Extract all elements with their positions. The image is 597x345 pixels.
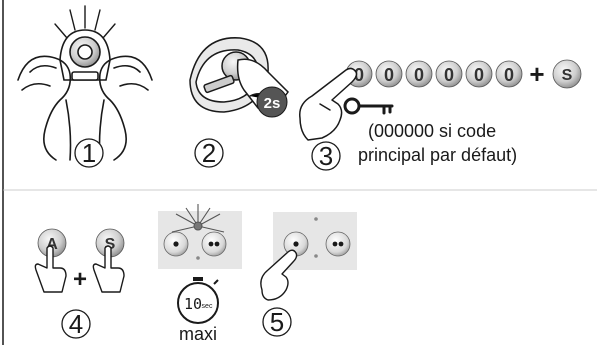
step5-pointing-hand-icon — [260, 249, 298, 301]
svg-text:0: 0 — [474, 65, 484, 85]
svg-text:S: S — [105, 236, 116, 253]
key-icon — [343, 97, 394, 115]
step2-duration-badge: 2s — [256, 86, 288, 118]
step5-number-badge: 5 — [262, 307, 292, 337]
finger-left-icon — [34, 245, 67, 293]
step1-number: 1 — [82, 138, 96, 168]
starburst-icon — [171, 204, 225, 233]
timer-unit: sec — [202, 303, 213, 310]
svg-text:0: 0 — [504, 65, 514, 85]
step2-number: 2 — [202, 138, 216, 168]
step4-plus-sign: + — [73, 266, 87, 293]
step3-note-line2: principal par défaut) — [358, 145, 517, 165]
flash-rays-icon — [54, 5, 116, 39]
timer-caption: maxi — [179, 324, 217, 344]
step3-pointing-hand-icon — [299, 67, 358, 141]
step1-remote-hands-illustration — [17, 5, 153, 161]
code-button-3: 0 — [405, 60, 433, 88]
svg-text:0: 0 — [444, 65, 454, 85]
step4-number-badge: 4 — [61, 309, 91, 339]
code-button-6: 0 — [495, 60, 523, 88]
timer-value: 10 — [184, 295, 202, 313]
step3-number: 3 — [319, 141, 333, 171]
duration-2s-label: 2s — [264, 95, 281, 112]
step1-number-badge: 1 — [74, 138, 104, 168]
step3-code-sequence: 0 0 0 0 0 0 + S — [345, 59, 582, 89]
step3-note-line1: (000000 si code — [368, 121, 496, 141]
step3-number-badge: 3 — [311, 141, 341, 171]
finger-right-icon — [92, 245, 125, 293]
svg-text:S: S — [562, 67, 573, 84]
svg-text:0: 0 — [354, 65, 364, 85]
svg-text:0: 0 — [384, 65, 394, 85]
step3-plus-sign: + — [529, 59, 544, 89]
code-button-5: 0 — [465, 60, 493, 88]
s-button: S — [552, 59, 582, 89]
step2-number-badge: 2 — [194, 138, 224, 168]
svg-text:0: 0 — [414, 65, 424, 85]
step4-keys: A S + — [34, 228, 125, 293]
step4-number: 4 — [69, 309, 83, 339]
code-button-2: 0 — [375, 60, 403, 88]
stopwatch-icon: 10 sec — [177, 277, 219, 324]
step5-number: 5 — [270, 307, 284, 337]
code-button-4: 0 — [435, 60, 463, 88]
flashing-panel — [158, 204, 242, 269]
